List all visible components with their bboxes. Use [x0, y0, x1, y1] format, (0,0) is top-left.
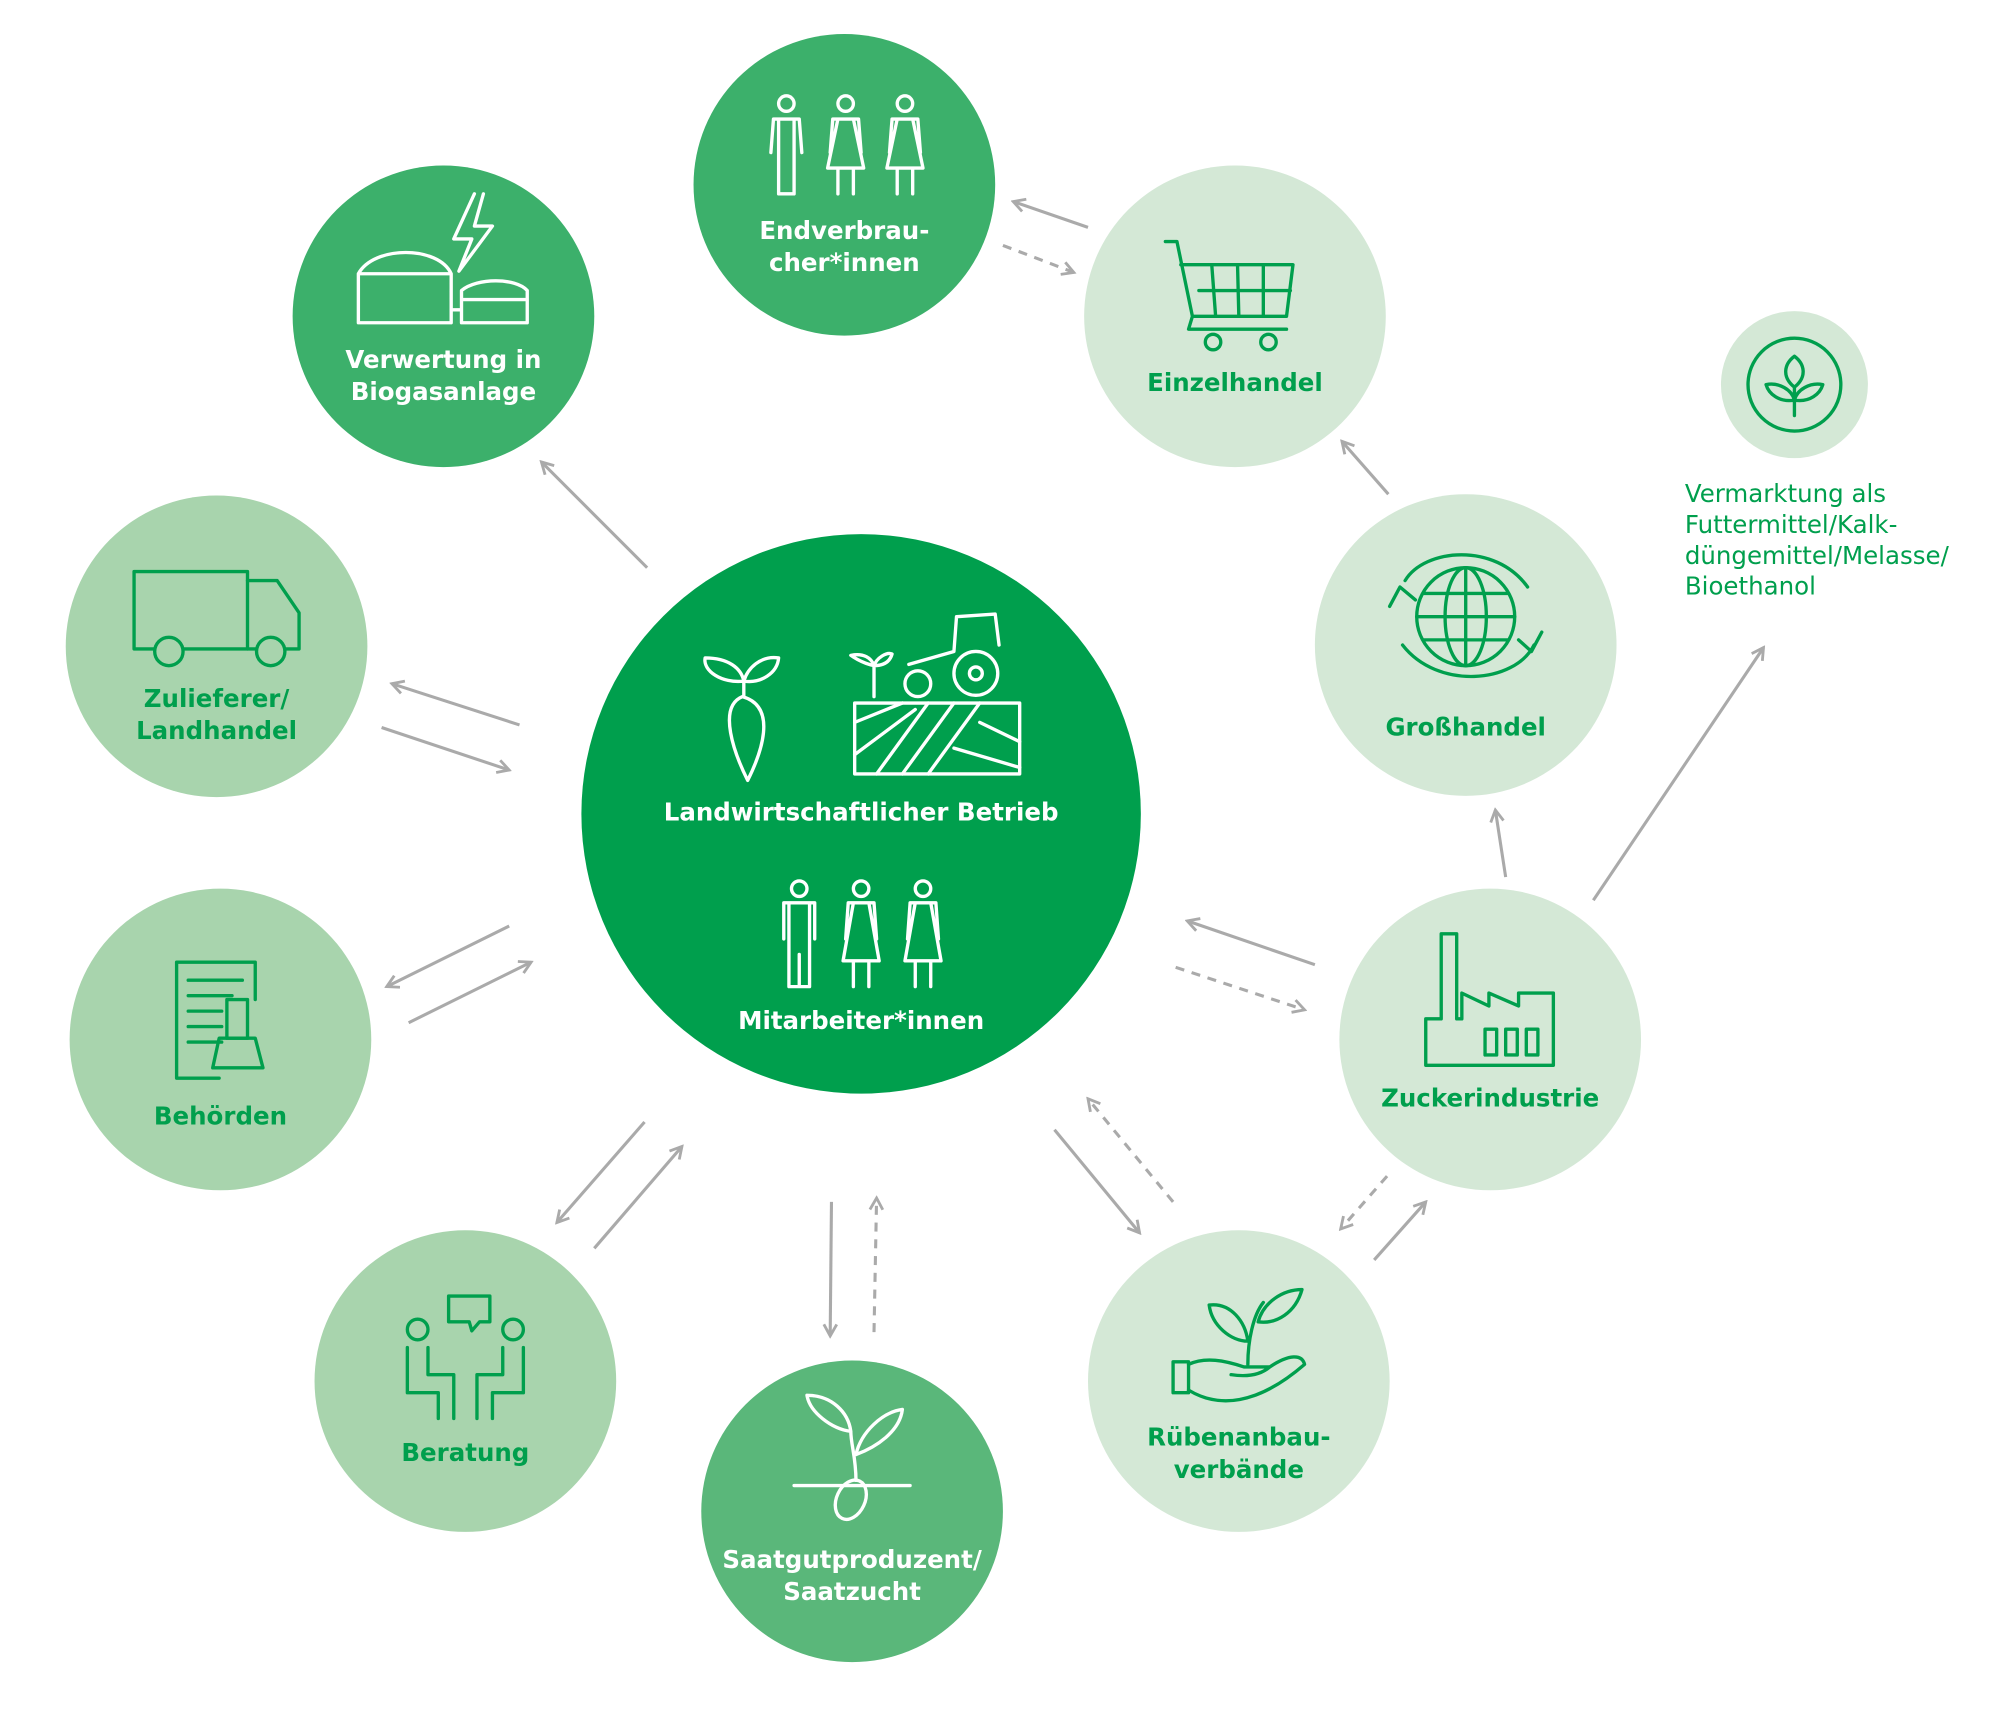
arrow-to-biogas: [541, 462, 649, 569]
node-label-line: Saatgutproduzent/: [722, 1545, 981, 1574]
node-behoerden: Behörden: [69, 888, 372, 1191]
consumers-icon: [769, 94, 925, 196]
arrow-from-zulieferer: [381, 726, 510, 771]
center-title: Landwirtschaftlicher Betrieb: [664, 797, 1059, 826]
node-label-line: Endverbrau-: [759, 216, 929, 245]
arrow-to-vermarktung: [1592, 648, 1763, 902]
node-label-line: Großhandel: [1385, 712, 1546, 741]
workers-icon: [782, 879, 943, 989]
arrows: [381, 202, 1764, 1336]
arrow-to-grosshandel: [1495, 810, 1508, 878]
node-beratung: Beratung: [314, 1230, 617, 1532]
node-grosshandel: Großhandel: [1314, 494, 1617, 796]
beet-icon: [703, 655, 781, 783]
truck-icon: [132, 569, 301, 668]
arrow-from-beratung: [593, 1146, 682, 1250]
consulting-icon: [405, 1294, 526, 1421]
arrow-from-behoerden: [407, 962, 531, 1025]
node-ruebenanbauverbaende: Rübenanbau- verbände: [1088, 1230, 1390, 1532]
node-label-line: Beratung: [401, 1438, 529, 1467]
node-label-line: Behörden: [154, 1102, 287, 1131]
arrow-from-endverbraucher: [1002, 243, 1074, 272]
arrow-center-to-zucker: [1175, 965, 1305, 1010]
arrow-to-rueben: [1053, 1128, 1139, 1233]
node-saatgut: Saatgutproduzent/ Saatzucht: [701, 1360, 1003, 1663]
arrow-from-rueben: [1088, 1099, 1175, 1203]
node-label-line: Verwertung in: [345, 345, 541, 374]
globe-icon: [1387, 553, 1544, 679]
node-vermarktung: Vermarktung als Futtermittel/Kalk- dünge…: [1685, 311, 1957, 601]
node-label-line: verbände: [1174, 1455, 1304, 1484]
arrow-to-behoerden: [387, 924, 510, 987]
node-landwirtschaftlicher-betrieb: Landwirtschaftlicher Betrieb Mitarbeiter…: [581, 534, 1141, 1094]
factory-icon: [1424, 932, 1556, 1067]
document-stamp-icon: [174, 960, 265, 1080]
seedling-icon: [792, 1393, 912, 1522]
node-endverbraucher: Endverbrau- cher*innen: [693, 33, 996, 336]
arrow-zucker-to-center: [1187, 921, 1316, 967]
center-subtitle: Mitarbeiter*innen: [738, 1006, 984, 1035]
node-label-line: Saatzucht: [783, 1577, 921, 1606]
arrow-to-endverbraucher: [1013, 202, 1089, 229]
hand-plant-icon: [1171, 1287, 1307, 1403]
arrow-zucker-to-rueben: [1341, 1175, 1389, 1229]
arrow-to-beratung: [557, 1120, 646, 1223]
shopping-cart-icon: [1163, 239, 1295, 352]
arrow-to-zulieferer: [392, 684, 520, 727]
node-label-line: cher*innen: [769, 248, 920, 277]
node-label-line: Zuckerindustrie: [1381, 1084, 1599, 1113]
arrow-to-saatgut: [830, 1201, 831, 1336]
tractor-field-icon: [849, 612, 1022, 776]
biogas-plant-icon: [356, 192, 529, 325]
node-zulieferer: Zulieferer/ Landhandel: [65, 495, 368, 798]
vermarktung-label: Vermarktung als Futtermittel/Kalk- dünge…: [1685, 479, 1957, 601]
arrow-rueben-to-zucker: [1373, 1202, 1426, 1261]
plant-circle-icon: [1746, 336, 1843, 433]
node-label-line: Rübenanbau-: [1147, 1423, 1330, 1452]
node-label-line: Zulieferer/: [144, 684, 290, 713]
node-label-line: Biogasanlage: [351, 377, 537, 406]
arrow-to-einzelhandel: [1342, 441, 1390, 496]
node-zuckerindustrie: Zuckerindustrie: [1339, 888, 1642, 1191]
node-biogas: Verwertung in Biogasanlage: [292, 165, 595, 468]
node-einzelhandel: Einzelhandel: [1084, 165, 1386, 468]
node-label-line: Einzelhandel: [1147, 368, 1323, 397]
node-label-line: Landhandel: [136, 716, 297, 745]
arrow-from-saatgut: [874, 1198, 877, 1333]
